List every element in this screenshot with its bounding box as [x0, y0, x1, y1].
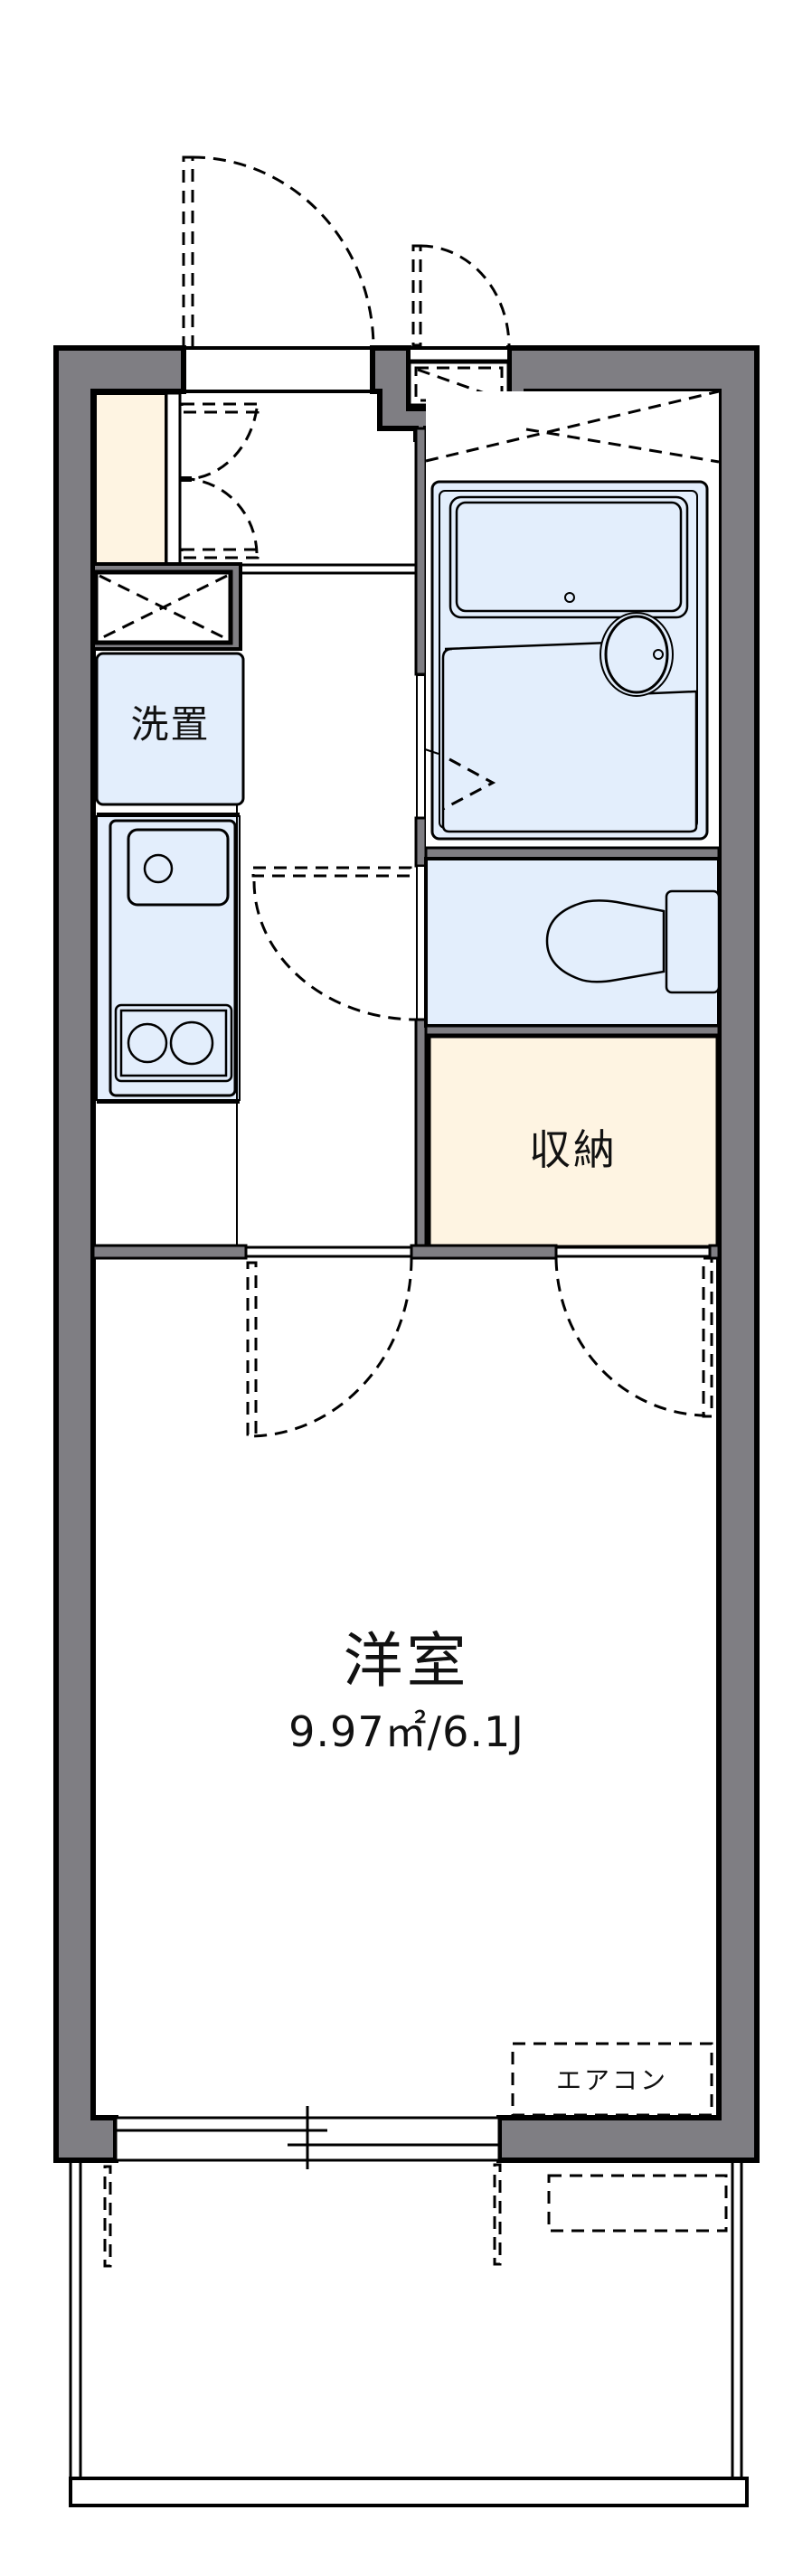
meter-box-door[interactable] — [411, 244, 511, 349]
pipe-shaft — [91, 562, 242, 651]
storage-closet — [426, 1033, 721, 1250]
bathroom-partition — [414, 427, 428, 1258]
washer-space — [95, 652, 245, 806]
toilet — [545, 889, 721, 994]
main-room-area: 9.97㎡/6.1J — [288, 1707, 524, 1756]
kitchen — [96, 813, 241, 1104]
outdoor-ac-unit — [547, 2174, 728, 2233]
air-conditioner-label: エアコン — [555, 2065, 668, 2095]
toilet-room — [424, 857, 721, 1028]
unit-bath — [424, 390, 720, 848]
sliding-window[interactable] — [114, 2106, 501, 2169]
meter-box — [406, 346, 512, 409]
toilet-door[interactable] — [251, 866, 417, 1021]
room-door[interactable] — [246, 1257, 413, 1438]
shoe-cabinet — [93, 391, 182, 566]
two-burner-stove — [114, 1003, 233, 1083]
balcony — [69, 2160, 749, 2507]
kitchen-sink — [127, 828, 230, 907]
air-conditioner — [511, 2042, 713, 2117]
washer-label: 洗置 — [130, 702, 211, 747]
main-room-label: 洋室 — [343, 1626, 470, 1696]
shoe-cabinet-doors[interactable] — [180, 402, 260, 559]
storage-label: 収納 — [529, 1125, 618, 1174]
storage-door[interactable] — [554, 1256, 713, 1418]
room-partition — [91, 1244, 721, 1260]
entrance-door[interactable] — [182, 155, 375, 350]
